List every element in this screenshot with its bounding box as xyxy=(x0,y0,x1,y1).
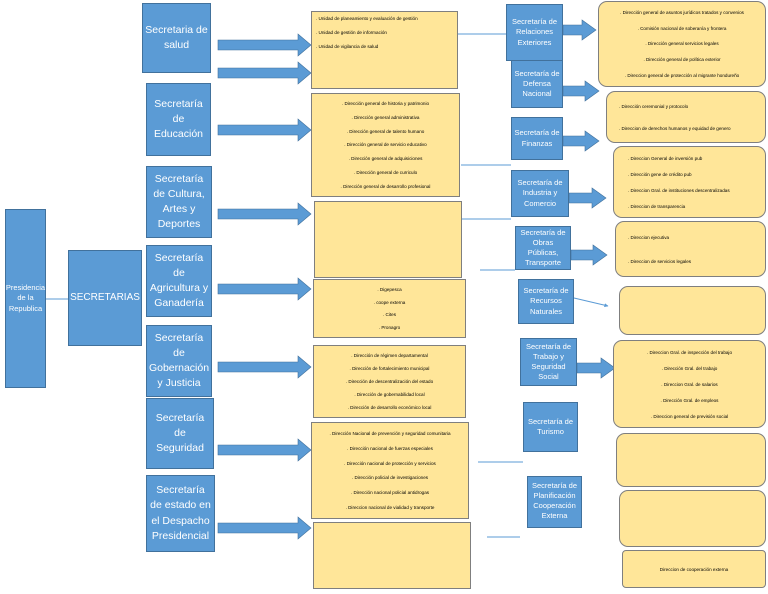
secretaria-cultura: Secretaría de Cultura, Artes y Deportes xyxy=(146,166,212,238)
block-arrow xyxy=(217,516,312,540)
units-turismo xyxy=(616,433,766,487)
units-relaciones-exteriores: . Dirección general de asuntos jurídicos… xyxy=(598,1,766,87)
unit-item: . Dirección general de asuntos jurídicos… xyxy=(620,10,744,16)
secretaria-recursos-naturales: Secretaría de Recursos Naturales xyxy=(518,279,574,324)
unit-item: . Direccion nacional de vialidad y trans… xyxy=(345,505,435,511)
units-gobernacion: . Dirección de régimen departamental . Di… xyxy=(313,345,466,418)
units-despacho xyxy=(313,522,471,589)
unit-item: . Dirección general de adquisiciones xyxy=(348,156,423,162)
unit-item: . Dirección policial de investigaciones xyxy=(351,475,429,481)
unit-item: . Direccion general de protección al mig… xyxy=(624,72,740,78)
unit-item: . Dirección general de política exterior xyxy=(643,57,721,63)
unit-item: . Pronagro xyxy=(378,325,401,331)
unit-item: . Dirección Nacional de prevención y seg… xyxy=(329,430,451,436)
unit-item: . Direccion Gral. de salarios xyxy=(661,381,718,387)
secretaria-trabajo: Secretaría de Trabajo y Seguridad Social xyxy=(520,338,577,386)
block-arrow xyxy=(217,33,312,57)
units-defensa: . Dirección ceremonial y protocolo . Dire… xyxy=(606,91,766,143)
secretaria-finanzas: Secretaría de Finanzas xyxy=(511,117,563,160)
unit-item: . Unidad de vigilancia de salud xyxy=(316,44,379,49)
unit-item: . Dirección general de desarrollo profes… xyxy=(340,183,431,189)
secretaria-planificacion: Secretaría de Planificación Cooperación … xyxy=(527,476,582,528)
units-finanzas: . Direccion General de inversión pub . Di… xyxy=(613,146,766,218)
unit-item: . Dirección general administrativa xyxy=(351,115,420,121)
unit-item: . Direccion ejecutiva xyxy=(628,234,670,240)
units-agricultura: . Digepesca . coope externa . Cites . Prona… xyxy=(313,279,466,338)
units-salud: . Unidad de planeamiento y evaluación de… xyxy=(311,11,458,89)
unit-item: . Dirección Gral. de empleos xyxy=(660,397,719,403)
unit-item: . Unidad de gestión de información xyxy=(316,30,387,35)
unit-item: . Direccion Gral. de inspección del trab… xyxy=(646,349,733,355)
block-arrow xyxy=(217,202,312,226)
secretaria-educacion: Secretaría de Educación xyxy=(146,83,211,156)
block-arrow xyxy=(217,277,312,301)
secretaria-gobernacion: Secretaría de Gobernación y Justicia xyxy=(146,325,212,397)
unit-item: . Dirección general de historia y patrim… xyxy=(341,101,430,107)
unit-item: . Dirección nacional de protección y ser… xyxy=(344,460,436,466)
block-arrow xyxy=(568,187,607,209)
block-arrow xyxy=(217,438,312,462)
secretaria-industria: Secretaría de Industria y Comercio xyxy=(511,170,569,217)
unit-item: . Dirección general de servicio educativ… xyxy=(344,142,427,148)
block-arrow xyxy=(562,80,600,102)
unit-item: . Dirección nacional de fuerzas especial… xyxy=(347,445,433,451)
units-planificacion xyxy=(619,490,766,547)
unit-item: . Direccion de servicios legales xyxy=(628,258,692,264)
secretaria-agricultura: Secretaría de Agricultura y Ganadería xyxy=(146,245,212,317)
block-arrow xyxy=(562,130,600,152)
unit-item: . Dirección de descentralización del est… xyxy=(345,379,434,384)
unit-item: Direccion de cooperación externa xyxy=(659,566,729,572)
unit-item: . Dirección general de curriculo xyxy=(353,169,418,175)
unit-item: . Dirección de fortalecimiento municipal xyxy=(349,366,430,371)
secretaria-turismo: Secretaría de Turismo xyxy=(523,402,578,452)
units-cultura xyxy=(314,201,462,278)
units-obras-publicas xyxy=(619,286,766,335)
units-cooperacion-externa: Direccion de cooperación externa xyxy=(622,550,766,588)
unit-item: . Digepesca xyxy=(377,286,402,292)
unit-item: . coope externa xyxy=(373,299,406,305)
secretarias-box: SECRETARIAS xyxy=(68,250,142,346)
unit-item: . Dirección de desarrollo económico loca… xyxy=(347,405,432,410)
unit-item: . Direccion General de inversión pub xyxy=(628,155,703,161)
block-arrow xyxy=(217,355,312,379)
unit-item: . Direccion de transparencia xyxy=(628,203,686,209)
unit-item: . Direccion de derechos humanos y equida… xyxy=(619,125,731,131)
secretaria-seguridad: Secretaría de Seguridad xyxy=(146,398,214,469)
secretaria-obras-publicas: Secretaría de Obras Públicas, Transporte xyxy=(515,226,571,270)
units-educacion: . Dirección general de historia y patrim… xyxy=(311,93,460,197)
unit-item: . Dirección de régimen departamental xyxy=(351,353,428,358)
unit-item: . Cites xyxy=(382,312,397,318)
unit-item: . Dirección nacional policial antidrogas xyxy=(350,490,430,496)
block-arrow xyxy=(217,61,312,85)
unit-item: . Dirección general servicios legales xyxy=(645,41,719,47)
secretaria-despacho: Secretaría de estado en el Despacho Pres… xyxy=(146,475,215,552)
unit-item: . Comisión nacional de soberanía y front… xyxy=(637,25,727,31)
unit-item: . Dirección general de talento humano xyxy=(346,128,425,134)
president-box: Presidencia de la Republica xyxy=(5,209,46,388)
unit-item: . Unidad de planeamiento y evaluación de… xyxy=(316,16,418,21)
secretaria-relaciones-exteriores: Secretaría de Relaciones Exteriores xyxy=(506,4,563,61)
secretaria-salud: Secretaria de salud xyxy=(142,3,211,73)
units-trabajo: . Direccion Gral. de inspección del trab… xyxy=(613,340,766,428)
units-industria: . Direccion ejecutiva . Direccion de serv… xyxy=(615,221,766,277)
block-arrow xyxy=(217,118,312,142)
unit-item: . Direccion general de previsión social xyxy=(650,413,729,419)
block-arrow xyxy=(562,19,597,41)
units-seguridad: . Dirección Nacional de prevención y seg… xyxy=(311,422,469,519)
block-arrow xyxy=(570,244,608,266)
unit-item: . Dirección gene de crédito pub xyxy=(628,171,692,177)
unit-item: . Dirección Gral. del trabajo xyxy=(661,365,718,371)
secretaria-defensa: Secretaría de Defensa Nacional xyxy=(511,60,563,108)
unit-item: . Dirección de gobernabilidad local xyxy=(354,392,425,397)
unit-item: . Dirección ceremonial y protocolo xyxy=(619,103,689,109)
block-arrow xyxy=(576,357,616,379)
unit-item: . Direccion Gral. de instituciones desce… xyxy=(628,187,730,193)
